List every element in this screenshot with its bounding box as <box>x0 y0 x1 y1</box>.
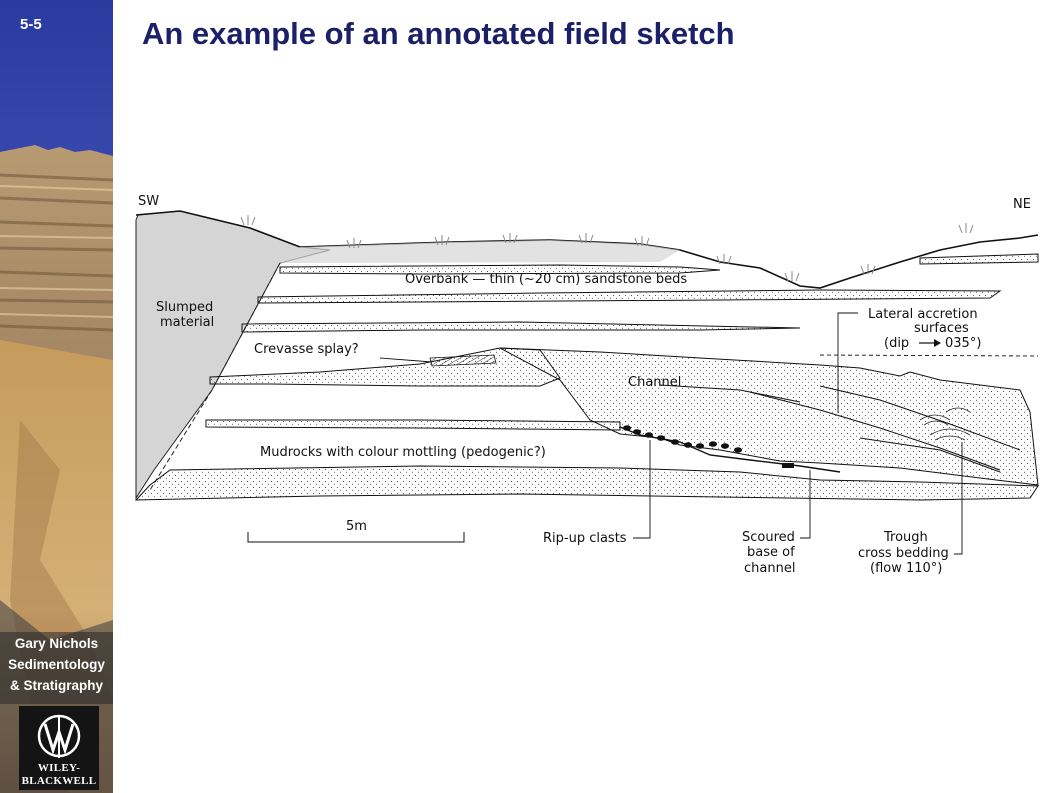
lateral-label-1: Lateral accretion <box>868 307 978 322</box>
ne-label: NE <box>1013 197 1031 212</box>
trough-cross-bedding <box>919 407 971 441</box>
lateral-accretion-lines <box>659 384 1021 473</box>
overbank-label: Overbank — thin (~20 cm) sandstone beds <box>405 272 687 287</box>
book-title-line-2: & Stratigraphy <box>9 678 104 693</box>
grass-tufts <box>240 215 974 282</box>
scoured-label-2: base of <box>747 545 795 560</box>
sidebar: 5-5 Gary Nichols Sedimentology & Stratig… <box>0 0 113 793</box>
book-title-line-1: Sedimentology <box>8 657 105 672</box>
trough-label-3: (flow 110°) <box>870 561 942 576</box>
leader-lines <box>379 312 963 555</box>
publisher-name-1: WILEY- <box>37 762 81 774</box>
wiley-emblem-icon <box>37 714 81 758</box>
ripup-label: Rip-up clasts <box>543 531 627 546</box>
overbank-beds <box>241 253 1039 333</box>
sw-label: SW <box>138 194 159 209</box>
lateral-label-2: surfaces <box>914 321 969 336</box>
mudrocks-label: Mudrocks with colour mottling (pedogenic… <box>260 445 546 460</box>
trough-label-2: cross bedding <box>858 546 949 561</box>
lower-sandstone-bed <box>134 465 1039 501</box>
channel-label: Channel <box>628 375 681 390</box>
book-author: Gary Nichols <box>14 636 99 651</box>
publisher-name-2: BLACKWELL <box>21 775 97 787</box>
slide-number: 5-5 <box>20 16 42 33</box>
rip-up-clasts <box>623 425 794 468</box>
dip-arrow-icon <box>919 339 941 347</box>
scale-label: 5m <box>346 519 367 534</box>
channel-body <box>499 347 1039 486</box>
trough-label-1: Trough <box>883 530 928 545</box>
slide-title: An example of an annotated field sketch <box>142 16 735 51</box>
scale-bar <box>247 532 465 543</box>
lateral-label-3a: (dip <box>884 336 909 351</box>
lateral-label-3b: 035°) <box>945 336 981 351</box>
field-sketch: SW NE Slumped material Overbank — thin (… <box>134 194 1039 576</box>
publisher-logo: WILEY- BLACKWELL <box>19 706 99 790</box>
book-info: Gary Nichols Sedimentology & Stratigraph… <box>0 632 113 704</box>
slumped-label-1: Slumped <box>156 300 213 315</box>
crevasse-label: Crevasse splay? <box>254 342 359 357</box>
slumped-label-2: material <box>160 315 214 330</box>
scoured-label-3: channel <box>744 561 795 576</box>
scoured-label-1: Scoured <box>742 530 795 545</box>
